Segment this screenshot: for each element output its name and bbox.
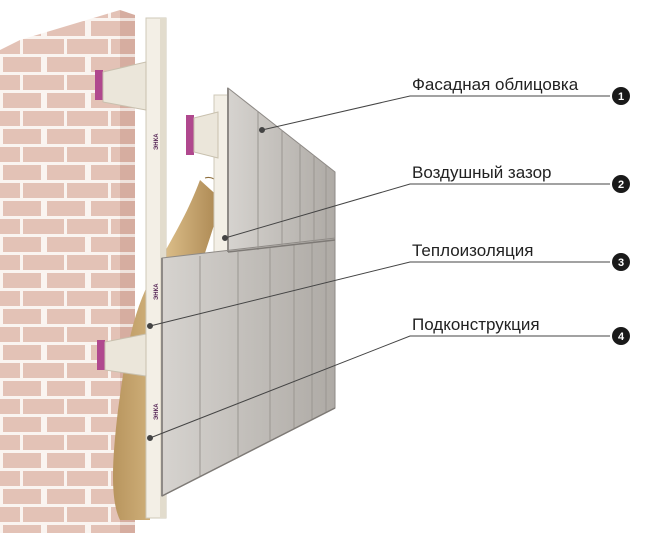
callout-4: Подконструкция 4 [412, 315, 630, 345]
callout-label: Теплоизоляция [412, 241, 533, 260]
callout-badge [612, 253, 630, 271]
callout-label: Фасадная облицовка [412, 75, 579, 94]
bracket [97, 333, 147, 377]
bracket [95, 61, 147, 111]
leader-line-4 [149, 335, 610, 439]
leader-line-1 [261, 95, 610, 131]
brackets [95, 61, 219, 377]
callout-badge [612, 327, 630, 345]
callout-badge [612, 87, 630, 105]
rail-brand-label: ЭНКА [154, 133, 160, 150]
leader-lines [147, 95, 610, 441]
callout-number: 1 [618, 91, 624, 103]
callout-number: 3 [618, 257, 624, 269]
cladding-panel-lower [161, 237, 336, 497]
callout-label: Воздушный зазор [412, 163, 551, 182]
callout-badge [612, 175, 630, 193]
cladding-panels [161, 86, 336, 497]
callout-label: Подконструкция [412, 315, 540, 334]
callout-2: Воздушный зазор 2 [412, 163, 630, 193]
rail-brand-label: ЭНКА [154, 283, 160, 300]
callout-1: Фасадная облицовка 1 [412, 75, 630, 105]
leader-line-3 [149, 261, 610, 327]
rail-brand-label: ЭНКА [154, 403, 160, 420]
leader-line-2 [224, 183, 610, 239]
callout-number: 4 [618, 331, 625, 343]
bracket [186, 111, 219, 159]
callout-3: Теплоизоляция 3 [412, 241, 630, 271]
callout-number: 2 [618, 179, 624, 191]
